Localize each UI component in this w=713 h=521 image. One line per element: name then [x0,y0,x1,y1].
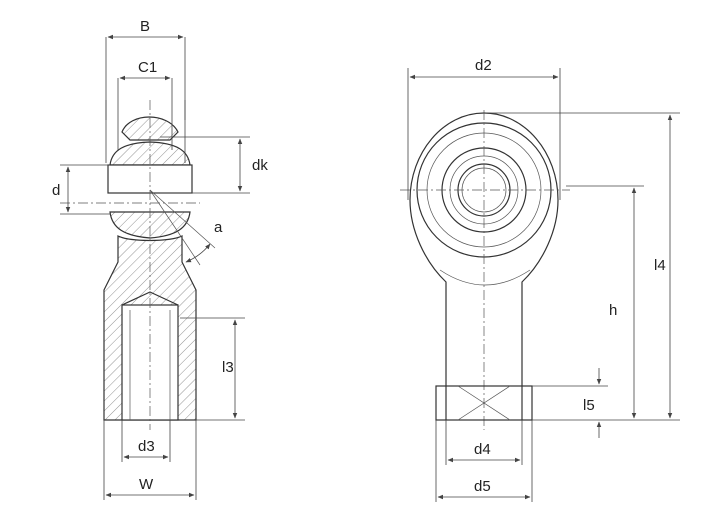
label-d4: d4 [474,441,491,458]
label-l4: l4 [654,257,666,274]
label-C1: C1 [138,59,157,76]
label-l3: l3 [222,359,234,376]
bore-tip [121,291,179,306]
front-view [400,68,680,502]
hex-section [435,385,533,421]
label-d: d [52,182,60,199]
ball-lower-section [109,211,191,239]
label-W: W [139,476,154,493]
section-view [60,34,250,500]
label-a: a [214,219,223,236]
label-dk: dk [252,157,268,174]
label-d2: d2 [475,57,492,74]
label-d5: d5 [474,478,491,495]
label-h: h [609,302,617,319]
ball-top-cap [121,116,179,141]
label-l5: l5 [583,397,595,414]
label-d3: d3 [138,438,155,455]
label-B: B [140,18,150,35]
